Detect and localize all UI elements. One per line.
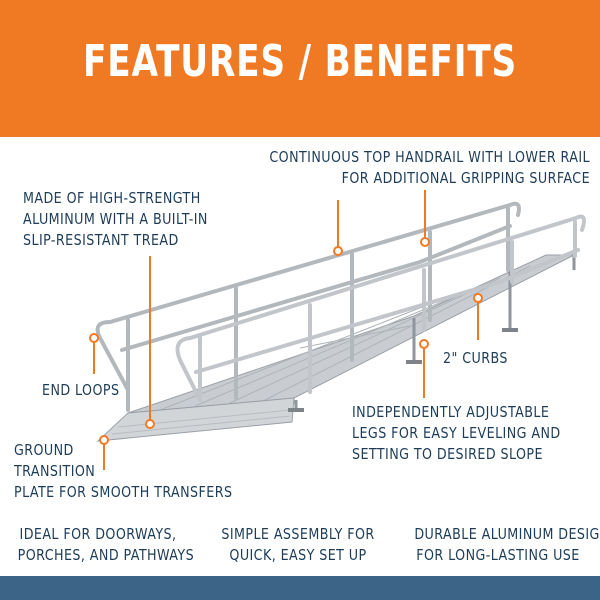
callout-transition: GROUND TRANSITION PLATE FOR SMOOTH TRANS… <box>14 441 233 501</box>
footer-bar <box>0 576 600 600</box>
callout-aluminum: MADE OF HIGH-STRENGTH ALUMINUM WITH A BU… <box>23 189 208 249</box>
benefit-durable: DURABLE ALUMINUM DESIGN FOR LONG-LASTING… <box>414 525 600 564</box>
callout-legs: INDEPENDENTLY ADJUSTABLE LEGS FOR EASY L… <box>352 403 561 463</box>
benefit-doorways: IDEAL FOR DOORWAYS, PORCHES, AND PATHWAY… <box>17 525 195 564</box>
callout-curbs: 2" CURBS <box>443 349 508 367</box>
rear-handrail <box>95 201 521 412</box>
benefit-assembly: SIMPLE ASSEMBLY FOR QUICK, EASY SET UP <box>221 525 375 564</box>
callout-end-loops: END LOOPS <box>42 381 120 399</box>
callout-dots <box>89 237 483 445</box>
page-title: FEATURES / BENEFITS <box>82 36 518 87</box>
header-banner: FEATURES / BENEFITS <box>0 0 600 137</box>
callout-handrail: CONTINUOUS TOP HANDRAIL WITH LOWER RAIL … <box>269 148 590 187</box>
front-handrail <box>175 214 586 402</box>
adjustable-legs <box>294 256 576 410</box>
callout-lines <box>93 190 479 470</box>
